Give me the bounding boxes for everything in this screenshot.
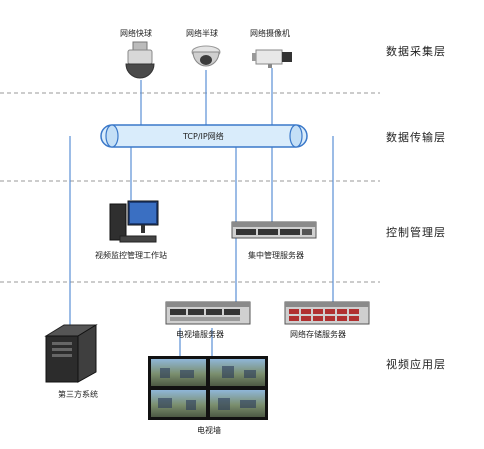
layer-label-application: 视频应用层	[386, 358, 446, 371]
layer-label-acquisition: 数据采集层	[386, 45, 446, 58]
storage-server-label: 网络存储服务器	[290, 330, 346, 339]
tv-wall-label: 电视墙	[197, 426, 221, 435]
third-party-label: 第三方系统	[58, 390, 98, 399]
layer-label-control: 控制管理层	[386, 226, 446, 239]
box-camera-label: 网络摄像机	[250, 29, 290, 38]
dome-camera-label: 网络半球	[186, 29, 218, 38]
layer-label-transport: 数据传输层	[386, 131, 446, 144]
ball-camera-label: 网络快球	[120, 29, 152, 38]
network-bus-label: TCP/IP网络	[183, 132, 224, 141]
central-server-label: 集中管理服务器	[248, 251, 304, 260]
tv-wall-server-label: 电视墙服务器	[176, 330, 224, 339]
workstation-label: 视频监控管理工作站	[95, 251, 167, 260]
network-pipe	[100, 124, 308, 148]
